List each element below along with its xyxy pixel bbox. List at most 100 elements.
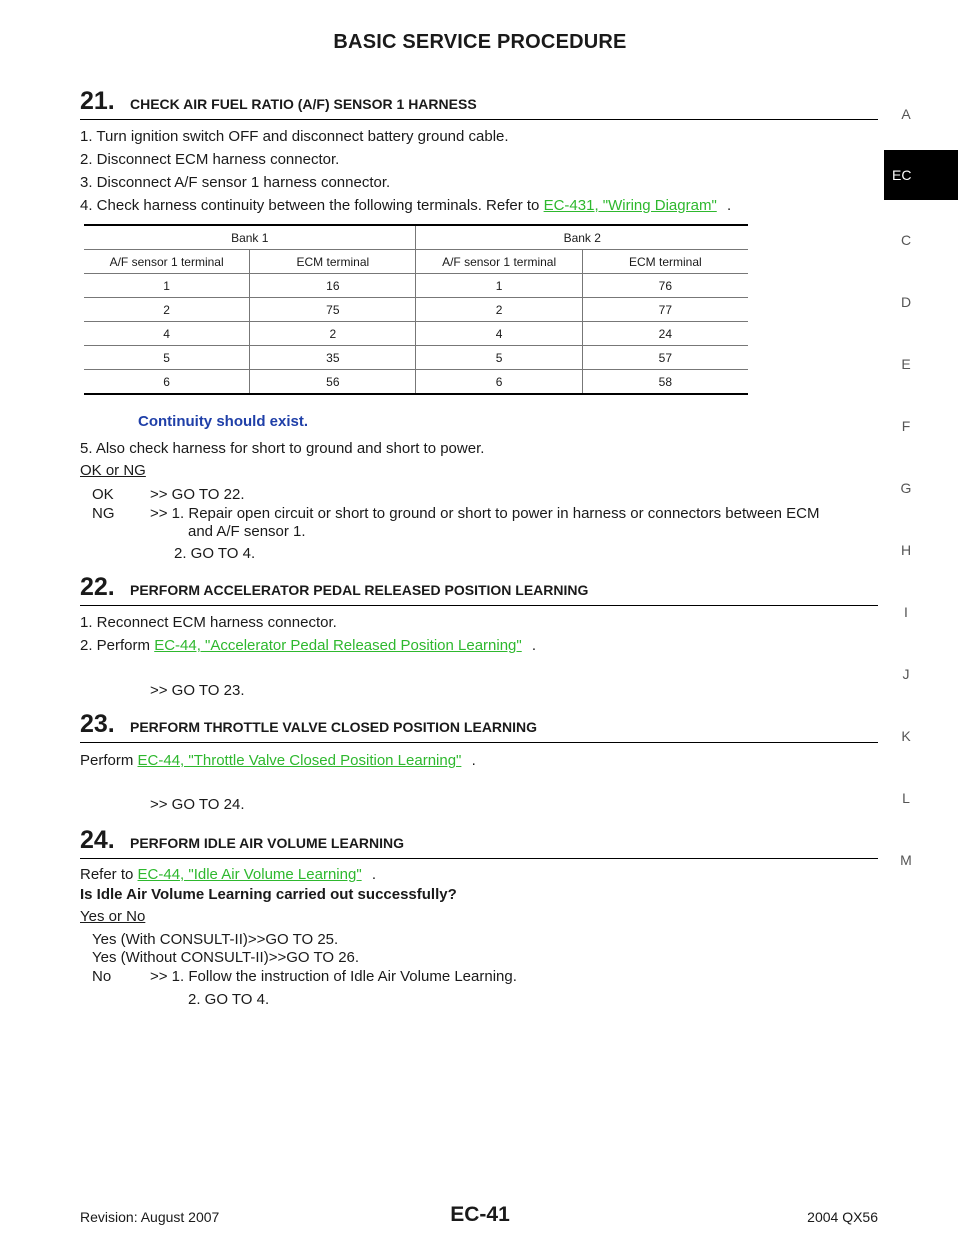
side-index-e[interactable]: E — [901, 356, 911, 372]
step-24-text: Refer to EC-44, "Idle Air Volume Learnin… — [80, 866, 376, 884]
ng-label: NG — [92, 505, 115, 522]
ok-label: OK — [92, 486, 114, 503]
no-result-line-2: 2. GO TO 4. — [188, 991, 270, 1008]
step-23-heading: 23. PERFORM THROTTLE VALVE CLOSED POSITI… — [80, 706, 878, 743]
column-header: ECM terminal — [249, 249, 417, 274]
ok-or-ng-label: OK or NG — [80, 462, 146, 479]
table-row: 2 75 2 77 — [84, 297, 748, 322]
step-24-question: Is Idle Air Volume Learning carried out … — [80, 886, 457, 903]
item-text: Refer to — [80, 866, 134, 883]
table-cell: 16 — [249, 273, 417, 298]
item-text: 4. Check harness continuity between the … — [80, 197, 540, 214]
table-cell: 1 — [84, 273, 251, 298]
ng-result-line-1: >> 1. Repair open circuit or short to gr… — [150, 505, 820, 522]
item-end: . — [726, 197, 732, 214]
ng-result-line-1b: and A/F sensor 1. — [188, 523, 306, 540]
side-index-k[interactable]: K — [901, 728, 911, 744]
table-cell: 5 — [415, 345, 583, 370]
table-cell: 2 — [84, 297, 251, 322]
yes-or-no-label: Yes or No — [80, 908, 146, 925]
side-index-m[interactable]: M — [900, 852, 912, 868]
accelerator-pedal-learning-link[interactable]: EC-44, "Accelerator Pedal Released Posit… — [154, 637, 522, 654]
step-22-item-1: 1. Reconnect ECM harness connector. — [80, 614, 337, 631]
side-index-g[interactable]: G — [900, 480, 912, 496]
table-cell: 2 — [249, 321, 417, 346]
side-index-a[interactable]: A — [901, 106, 911, 122]
continuity-table: Bank 1 Bank 2 A/F sensor 1 terminal ECM … — [84, 224, 748, 395]
table-cell: 6 — [84, 369, 251, 395]
table-cell: 76 — [582, 273, 748, 298]
table-cell: 4 — [84, 321, 251, 346]
table-cell: 5 — [84, 345, 251, 370]
step-number: 23. — [80, 710, 115, 738]
page-title: BASIC SERVICE PROCEDURE — [333, 31, 627, 53]
revision-date: Revision: August 2007 — [80, 1209, 220, 1225]
step-title: PERFORM THROTTLE VALVE CLOSED POSITION L… — [130, 719, 538, 735]
side-index-j[interactable]: J — [902, 666, 910, 682]
step-22-item-2: 2. Perform EC-44, "Accelerator Pedal Rel… — [80, 637, 536, 655]
step-23-goto: >> GO TO 24. — [150, 796, 245, 813]
step-21-item-1: 1. Turn ignition switch OFF and disconne… — [80, 128, 509, 145]
throttle-valve-learning-link[interactable]: EC-44, "Throttle Valve Closed Position L… — [137, 752, 462, 769]
side-index-l[interactable]: L — [902, 790, 910, 806]
side-index-c[interactable]: C — [900, 232, 912, 248]
table-cell: 6 — [415, 369, 583, 395]
no-result-line-1: >> 1. Follow the instruction of Idle Air… — [150, 968, 517, 985]
side-index-i[interactable]: I — [904, 604, 908, 620]
idle-air-volume-learning-link[interactable]: EC-44, "Idle Air Volume Learning" — [137, 866, 362, 883]
table-cell: 58 — [582, 369, 748, 395]
step-22-goto: >> GO TO 23. — [150, 682, 245, 699]
side-index-d[interactable]: D — [900, 294, 912, 310]
step-number: 22. — [80, 573, 115, 601]
table-cell: 57 — [582, 345, 748, 370]
model-year: 2004 QX56 — [807, 1209, 878, 1225]
column-header: A/F sensor 1 terminal — [415, 249, 583, 274]
step-22-heading: 22. PERFORM ACCELERATOR PEDAL RELEASED P… — [80, 569, 878, 606]
step-number: 24. — [80, 826, 115, 854]
side-index-f[interactable]: F — [901, 418, 911, 434]
step-21-item-2: 2. Disconnect ECM harness connector. — [80, 151, 340, 168]
step-number: 21. — [80, 87, 115, 115]
yes-with-consult-result: Yes (With CONSULT-II)>>GO TO 25. — [92, 931, 339, 948]
table-cell: 1 — [415, 273, 583, 298]
continuity-condition: Continuity should exist. — [138, 413, 309, 430]
column-header: A/F sensor 1 terminal — [84, 249, 251, 274]
item-end: . — [471, 752, 476, 769]
step-21-item-4: 4. Check harness continuity between the … — [80, 197, 731, 215]
ng-result-line-2: 2. GO TO 4. — [174, 545, 256, 562]
side-index-h[interactable]: H — [900, 542, 912, 558]
group-bank-2: Bank 2 — [415, 224, 748, 250]
step-21-heading: 21. CHECK AIR FUEL RATIO (A/F) SENSOR 1 … — [80, 83, 878, 120]
wiring-diagram-link[interactable]: EC-431, "Wiring Diagram" — [543, 197, 717, 214]
table-row: 4 2 4 24 — [84, 321, 748, 346]
step-title: PERFORM ACCELERATOR PEDAL RELEASED POSIT… — [130, 582, 589, 598]
item-text: Perform — [80, 752, 134, 769]
table-group-header-row: Bank 1 Bank 2 — [84, 224, 748, 250]
side-index-ec-active-tab[interactable]: EC — [884, 150, 958, 200]
step-23-text: Perform EC-44, "Throttle Valve Closed Po… — [80, 752, 476, 770]
table-cell: 24 — [582, 321, 748, 346]
table-cell: 56 — [249, 369, 417, 395]
table-cell: 35 — [249, 345, 417, 370]
yes-without-consult-result: Yes (Without CONSULT-II)>>GO TO 26. — [92, 949, 360, 966]
item-end: . — [371, 866, 376, 883]
table-row: 5 35 5 57 — [84, 345, 748, 370]
no-label: No — [92, 968, 112, 985]
table-header-row: A/F sensor 1 terminal ECM terminal A/F s… — [84, 249, 748, 274]
table-row: 1 16 1 76 — [84, 273, 748, 298]
table-cell: 4 — [415, 321, 583, 346]
table-row: 6 56 6 58 — [84, 369, 748, 395]
table-cell: 2 — [415, 297, 583, 322]
ok-result: >> GO TO 22. — [150, 486, 245, 503]
step-21-item-3: 3. Disconnect A/F sensor 1 harness conne… — [80, 174, 391, 191]
item-end: . — [531, 637, 537, 654]
page-number: EC-41 — [450, 1203, 510, 1226]
step-24-heading: 24. PERFORM IDLE AIR VOLUME LEARNING — [80, 822, 878, 859]
table-cell: 75 — [249, 297, 417, 322]
step-title: CHECK AIR FUEL RATIO (A/F) SENSOR 1 HARN… — [130, 96, 477, 112]
item-text: 2. Perform — [80, 637, 151, 654]
step-title: PERFORM IDLE AIR VOLUME LEARNING — [130, 835, 405, 851]
column-header: ECM terminal — [582, 249, 748, 274]
table-cell: 77 — [582, 297, 748, 322]
step-21-item-5: 5. Also check harness for short to groun… — [80, 440, 485, 457]
